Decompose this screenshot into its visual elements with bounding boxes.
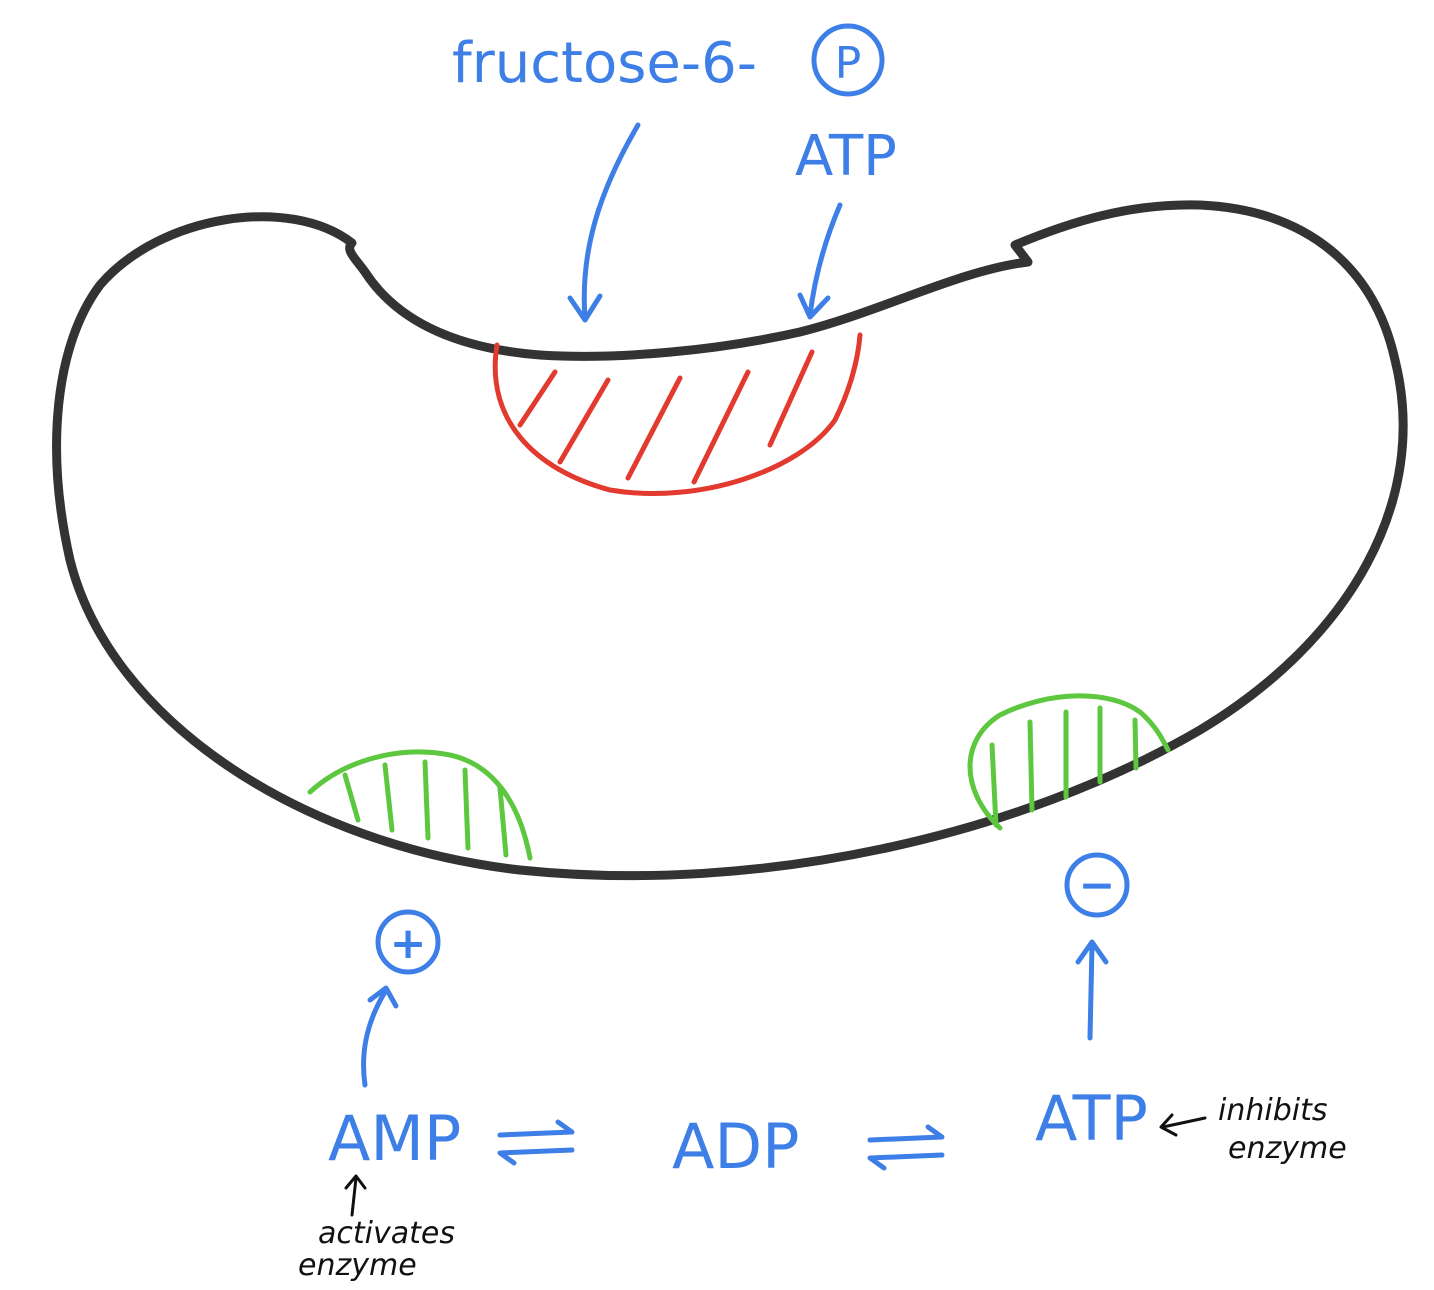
inhibits-note-line2: enzyme — [1228, 1131, 1347, 1166]
allosteric-site-right-outline — [967, 693, 1171, 831]
inhibits-note-line1: inhibits — [1218, 1093, 1327, 1128]
activates-note-arrow — [344, 1174, 367, 1217]
allosteric-site-hatch — [462, 767, 471, 851]
allosteric-site-left-outline — [307, 749, 533, 861]
phosphate-circle — [811, 23, 885, 97]
phosphate-badge: P — [811, 23, 885, 97]
equilibrium-arrows-icon — [497, 1119, 575, 1166]
substrate-arrow — [567, 122, 641, 323]
inhibitor-sign: − — [1079, 860, 1116, 911]
activates-note-line2: enzyme — [298, 1248, 417, 1283]
activator-sign: + — [390, 918, 427, 969]
allosteric-site-hatch — [382, 762, 395, 833]
allosteric-site-hatch — [1132, 717, 1139, 771]
activator-circle — [375, 909, 441, 975]
active-site — [492, 332, 863, 496]
active-site-hatch — [517, 369, 558, 428]
allosteric-site-hatch — [342, 772, 361, 823]
substrate-label: fructose-6- — [452, 31, 757, 96]
allosteric-site-hatch — [422, 759, 431, 841]
allosteric-site-left — [307, 749, 533, 861]
allosteric-site-hatch — [497, 785, 509, 858]
active-site-hatch — [767, 349, 815, 448]
active-site-hatch — [625, 375, 683, 481]
inhibitor-circle — [1064, 852, 1130, 918]
equilibrium-arrows-icon — [867, 1124, 945, 1171]
active-site-outline — [492, 332, 863, 496]
active-site-hatch — [557, 377, 611, 465]
amp-label: AMP — [328, 1102, 461, 1175]
inhibitor-badge: − — [1064, 852, 1130, 918]
amp-up-arrow — [361, 985, 399, 1088]
allosteric-site-right — [967, 693, 1171, 831]
allosteric-site-hatch — [989, 742, 999, 828]
adp-label: ADP — [672, 1110, 800, 1183]
active-site-hatch — [691, 369, 751, 485]
atp-bottom-label: ATP — [1035, 1082, 1148, 1155]
activates-note-line1: activates — [318, 1216, 455, 1251]
atp-top-label: ATP — [795, 124, 897, 189]
phosphate-label: P — [835, 38, 862, 89]
atp-binding-arrow — [797, 202, 843, 320]
activator-badge: + — [375, 909, 441, 975]
allosteric-site-hatch — [1027, 719, 1035, 813]
atp-up-arrow — [1075, 939, 1109, 1041]
enzyme-outline — [52, 200, 1408, 881]
inhibits-note-arrow — [1159, 1113, 1207, 1137]
